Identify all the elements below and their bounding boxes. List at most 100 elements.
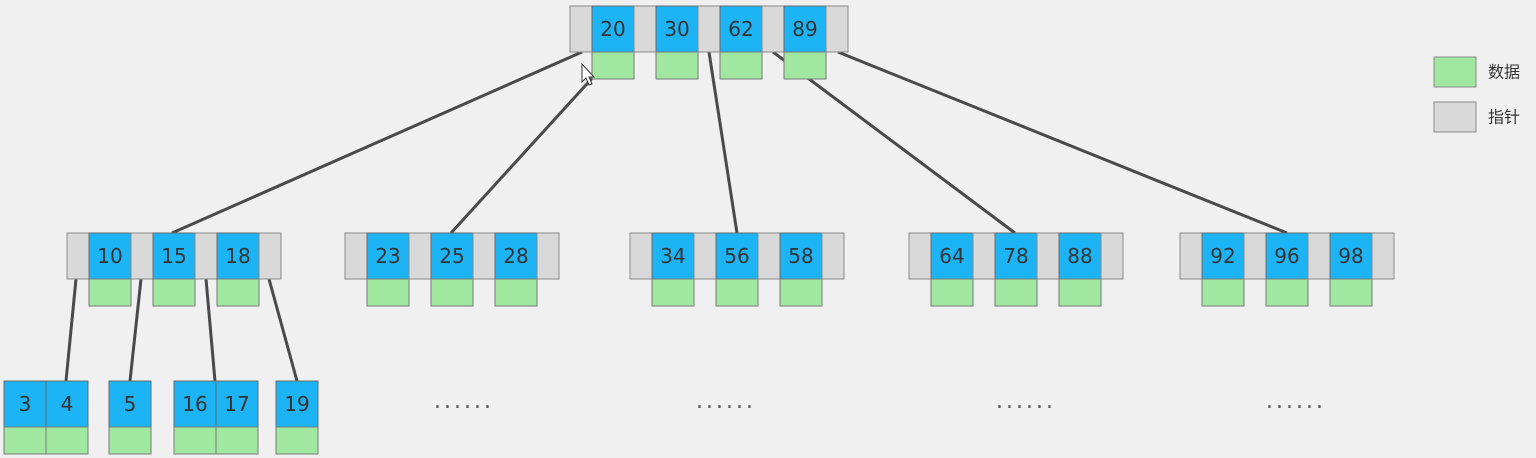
pointer-cell xyxy=(1100,232,1124,280)
key-cell xyxy=(651,232,695,280)
key-label: 25 xyxy=(439,244,464,268)
key-label: 3 xyxy=(19,392,32,416)
tree-edge xyxy=(837,50,1288,235)
data-cell xyxy=(591,51,635,80)
pointer-cell xyxy=(1036,232,1060,280)
data-cell xyxy=(783,51,827,80)
tree-edge xyxy=(772,50,1016,235)
data-cell xyxy=(366,278,410,307)
pointer-cell xyxy=(569,5,593,53)
legend-label: 数据 xyxy=(1488,63,1520,82)
key-label: 56 xyxy=(724,244,749,268)
legend-label: 指针 xyxy=(1488,108,1520,127)
data-cell xyxy=(45,426,89,455)
pointer-cell xyxy=(130,232,154,280)
pointer-cell xyxy=(536,232,560,280)
key-label: 5 xyxy=(124,392,137,416)
key-label: 62 xyxy=(728,17,753,41)
data-cell xyxy=(715,278,759,307)
data-cell xyxy=(88,278,132,307)
data-cell xyxy=(275,426,319,455)
ellipsis-text: ...... xyxy=(434,389,494,414)
pointer-cell xyxy=(1371,232,1395,280)
key-cell xyxy=(275,380,319,428)
key-label: 19 xyxy=(284,392,309,416)
key-cell xyxy=(715,232,759,280)
pointer-cell xyxy=(693,232,717,280)
pointer-cell xyxy=(972,232,996,280)
key-label: 4 xyxy=(61,392,74,416)
pointer-cell xyxy=(761,5,785,53)
ellipsis-text: ...... xyxy=(1266,389,1326,414)
key-label: 88 xyxy=(1067,244,1092,268)
pointer-cell xyxy=(472,232,496,280)
pointer-cell xyxy=(1179,232,1203,280)
data-cell xyxy=(994,278,1038,307)
key-cell xyxy=(3,380,47,428)
pointer-swatch xyxy=(1433,101,1477,133)
ellipsis-text: ...... xyxy=(696,389,756,414)
key-cell xyxy=(215,380,259,428)
data-cell xyxy=(430,278,474,307)
data-cell xyxy=(655,51,699,80)
key-label: 16 xyxy=(182,392,207,416)
pointer-cell xyxy=(1243,232,1267,280)
data-cell xyxy=(108,426,152,455)
key-cell xyxy=(783,5,827,53)
leaf-node: 5 xyxy=(108,380,152,455)
key-cell xyxy=(1058,232,1102,280)
legend-item-pointer: 指针 xyxy=(1433,101,1520,133)
pointer-cell xyxy=(821,232,845,280)
data-cell xyxy=(215,426,259,455)
data-swatch xyxy=(1433,56,1477,88)
key-cell xyxy=(994,232,1038,280)
data-cell xyxy=(152,278,196,307)
key-label: 28 xyxy=(503,244,528,268)
key-cell xyxy=(45,380,89,428)
internal-node: 34 56 58 xyxy=(629,232,845,307)
data-cell xyxy=(1058,278,1102,307)
key-label: 78 xyxy=(1003,244,1028,268)
data-cell xyxy=(3,426,47,455)
mouse-cursor-icon xyxy=(581,62,596,86)
pointer-cell xyxy=(66,232,90,280)
key-label: 15 xyxy=(161,244,186,268)
data-cell xyxy=(494,278,538,307)
pointer-cell xyxy=(408,232,432,280)
key-label: 34 xyxy=(660,244,685,268)
leaf-node: 19 xyxy=(275,380,319,455)
tree-edge xyxy=(204,278,217,382)
pointer-cell xyxy=(908,232,932,280)
tree-edge xyxy=(707,51,739,234)
key-label: 23 xyxy=(375,244,400,268)
key-cell xyxy=(216,232,260,280)
pointer-cell xyxy=(825,5,849,53)
key-label: 98 xyxy=(1338,244,1363,268)
data-cell xyxy=(719,51,763,80)
data-cell xyxy=(1201,278,1245,307)
tree-edge xyxy=(267,278,299,382)
tree-edge xyxy=(449,50,618,235)
key-cell xyxy=(108,380,152,428)
pointer-cell xyxy=(697,5,721,53)
tree-edge xyxy=(64,278,78,382)
data-cell xyxy=(1329,278,1373,307)
tree-edge xyxy=(128,278,143,382)
data-cell xyxy=(216,278,260,307)
key-cell xyxy=(152,232,196,280)
key-label: 20 xyxy=(600,17,625,41)
pointer-cell xyxy=(344,232,368,280)
key-label: 58 xyxy=(788,244,813,268)
key-cell xyxy=(719,5,763,53)
data-cell xyxy=(1265,278,1309,307)
pointer-cell xyxy=(629,232,653,280)
pointer-cell xyxy=(633,5,657,53)
key-label: 96 xyxy=(1274,244,1299,268)
data-cell xyxy=(651,278,695,307)
